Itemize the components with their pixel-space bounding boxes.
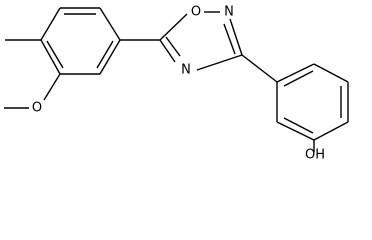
double-bond (96, 40, 114, 69)
bond (313, 63, 349, 83)
double-bond (223, 23, 236, 55)
bond (313, 121, 349, 141)
bond (99, 7, 121, 41)
methylphenyl-ring (40, 7, 121, 75)
bond (159, 39, 176, 63)
bond (229, 18, 243, 56)
ring-nitrogen-bottom-label: N (181, 63, 191, 78)
ring-nitrogen-top-label: N (224, 5, 234, 20)
hydroxyl-label: OH (305, 148, 325, 163)
double-bond (165, 36, 181, 57)
bond (159, 13, 188, 41)
bond (276, 121, 315, 141)
bond (99, 39, 121, 75)
phenol-ring (276, 63, 349, 141)
bond (241, 54, 278, 83)
bond (196, 54, 243, 71)
bond (40, 39, 61, 75)
ring-oxygen-label: O (191, 5, 201, 20)
double-bond (283, 117, 314, 134)
methoxy-bond (43, 73, 61, 101)
bond (40, 7, 61, 41)
methoxy-oxygen-label: O (32, 101, 42, 116)
double-bond (283, 70, 314, 87)
oxadiazole-ring (159, 11, 243, 71)
molecule-structure: O O N N OH (4, 5, 349, 163)
bond (276, 63, 315, 83)
double-bond (46, 40, 64, 69)
